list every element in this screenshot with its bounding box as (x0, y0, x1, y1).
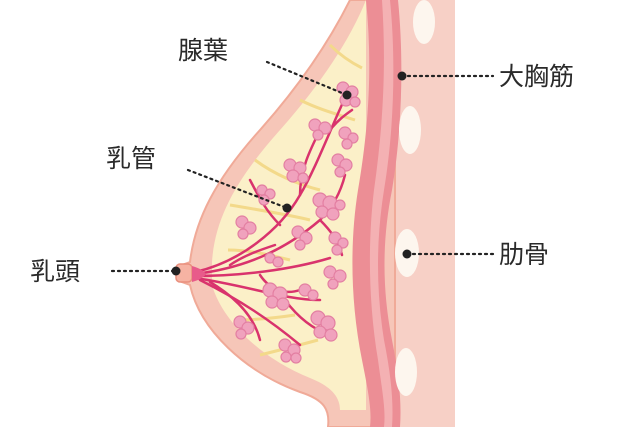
leader-dots (171, 71, 412, 276)
lobule (331, 153, 353, 178)
rib-1 (413, 0, 435, 44)
pectoralis-muscle-highlight (369, 0, 394, 427)
lobule (233, 315, 255, 340)
lobule (312, 192, 346, 221)
rib-2 (399, 106, 421, 154)
lobule (278, 338, 302, 364)
dot-milk-duct (282, 203, 292, 213)
lobule (283, 158, 309, 184)
lobule (235, 215, 257, 240)
label-milk-duct: 乳管 (106, 144, 157, 173)
dot-nipple (171, 266, 181, 276)
dot-glandular-lobes (342, 90, 352, 100)
lobule (262, 282, 290, 311)
lobule (308, 118, 332, 141)
dot-rib (402, 249, 412, 259)
lobule (323, 265, 347, 290)
ribs (395, 0, 435, 396)
lobule (338, 126, 359, 150)
rib-4 (395, 348, 417, 396)
label-rib: 肋骨 (499, 240, 550, 269)
lobule (256, 184, 276, 206)
lobule (328, 231, 349, 256)
lobule (264, 252, 284, 268)
leader-line-glandular-lobes (265, 60, 349, 97)
leader-line-milk-duct (186, 168, 289, 210)
lobule (298, 283, 319, 301)
dot-pectoralis (397, 71, 407, 81)
label-glandular-lobes: 腺葉 (178, 36, 229, 65)
label-nipple: 乳頭 (30, 257, 81, 286)
lobule (291, 225, 313, 251)
leader-lines (110, 60, 495, 273)
lobule (310, 310, 338, 342)
lobules (233, 81, 361, 364)
label-pectoralis-major: 大胸筋 (499, 62, 575, 91)
